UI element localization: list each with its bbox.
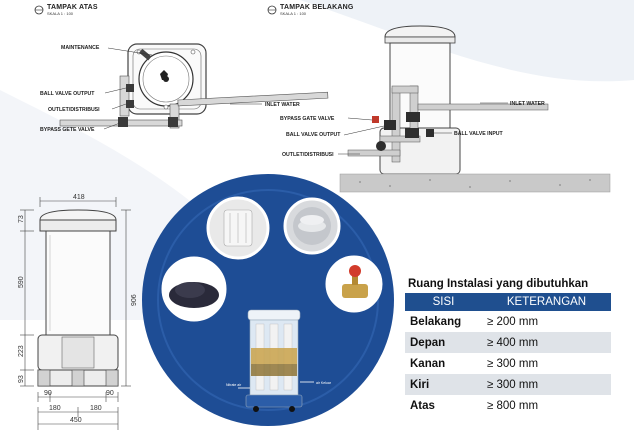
row-side: Belakang bbox=[405, 311, 482, 332]
back-view-scale: SKALA 1 : 100 bbox=[280, 11, 307, 16]
top-view-scale: SKALA 1 : 100 bbox=[47, 11, 74, 16]
back-view-title: TAMPAK BELAKANG bbox=[280, 4, 354, 11]
table-row: Kiri ≥ 300 mm bbox=[405, 374, 611, 395]
back-view-drawing bbox=[338, 25, 611, 193]
label-bypass-top: BYPASS GETE VALVE bbox=[40, 127, 95, 133]
top-view-drawing bbox=[59, 43, 329, 130]
dim-total-width: 450 bbox=[70, 417, 82, 424]
header-keterangan: KETERANGAN bbox=[482, 293, 611, 311]
title-top-view: TAMPAK ATAS SKALA 1 : 100 bbox=[34, 4, 98, 16]
label-ball-valve-output-back: BALL VALVE OUTPUT bbox=[286, 132, 341, 138]
media-brass-valve bbox=[325, 255, 383, 313]
table-row: Depan ≥ 400 mm bbox=[405, 332, 611, 353]
installation-title: Ruang Instalasi yang dibutuhkan bbox=[408, 278, 589, 290]
title-back-view: TAMPAK BELAKANG SKALA 1 : 100 bbox=[267, 4, 354, 16]
dimension-lines bbox=[20, 197, 131, 430]
label-maintenance: MAINTENANCE bbox=[61, 45, 100, 51]
dim-body: 590 bbox=[18, 276, 25, 288]
dim-seg3: 180 bbox=[49, 405, 61, 412]
row-side: Kiri bbox=[405, 374, 482, 395]
title-marker-icon bbox=[34, 5, 44, 15]
top-view-title: TAMPAK ATAS bbox=[47, 4, 98, 11]
table-row: Atas ≥ 800 mm bbox=[405, 395, 611, 416]
dim-seg1: 90 bbox=[44, 390, 52, 397]
media-activated-carbon bbox=[161, 256, 227, 322]
table-row: Belakang ≥ 200 mm bbox=[405, 311, 611, 332]
label-bypass-back: BYPASS GATE VALVE bbox=[280, 116, 335, 122]
dim-total-height: 906 bbox=[131, 294, 138, 306]
row-side: Kanan bbox=[405, 353, 482, 374]
table-row: Kanan ≥ 300 mm bbox=[405, 353, 611, 374]
dim-base: 223 bbox=[18, 345, 25, 357]
dim-seg4: 180 bbox=[90, 405, 102, 412]
label-inlet-top: INLET WATER bbox=[265, 102, 300, 108]
media-ceramic-filter bbox=[206, 196, 270, 260]
row-value: ≥ 800 mm bbox=[482, 395, 611, 416]
row-value: ≥ 300 mm bbox=[482, 374, 611, 395]
front-view-drawing bbox=[37, 209, 119, 387]
background-swoosh bbox=[300, 0, 634, 82]
header-sisi: SISI bbox=[405, 293, 482, 311]
table-header-row: SISI KETERANGAN bbox=[405, 293, 611, 311]
installation-table: SISI KETERANGAN Belakang ≥ 200 mm Depan … bbox=[405, 293, 611, 416]
cutaway-label-right: air Keluar bbox=[316, 381, 332, 385]
dim-seg2: 90 bbox=[106, 390, 114, 397]
label-ball-valve-input-back: BALL VALVE INPUT bbox=[454, 131, 504, 137]
dim-foot: 93 bbox=[18, 375, 25, 383]
cutaway-filter bbox=[238, 309, 314, 412]
label-inlet-back: INLET WATER bbox=[510, 101, 545, 107]
dim-top-width: 418 bbox=[73, 194, 85, 201]
dim-cap: 73 bbox=[18, 215, 25, 223]
row-value: ≥ 400 mm bbox=[482, 332, 611, 353]
circle-content bbox=[157, 189, 379, 411]
label-ball-valve-output-top: BALL VALVE OUTPUT bbox=[40, 91, 95, 97]
media-membrane-coil bbox=[283, 197, 341, 255]
row-side: Depan bbox=[405, 332, 482, 353]
row-value: ≥ 200 mm bbox=[482, 311, 611, 332]
cutaway-label-left: Nitrate air bbox=[226, 383, 242, 387]
row-value: ≥ 300 mm bbox=[482, 353, 611, 374]
installation-space-panel: Ruang Instalasi yang dibutuhkan SISI KET… bbox=[405, 278, 611, 416]
label-outlet-back: OUTLET/DISTRIBUSI bbox=[282, 152, 334, 158]
label-outlet-top: OUTLET/DISTRIBUSI bbox=[48, 107, 100, 113]
row-side: Atas bbox=[405, 395, 482, 416]
title-marker-icon bbox=[267, 5, 277, 15]
